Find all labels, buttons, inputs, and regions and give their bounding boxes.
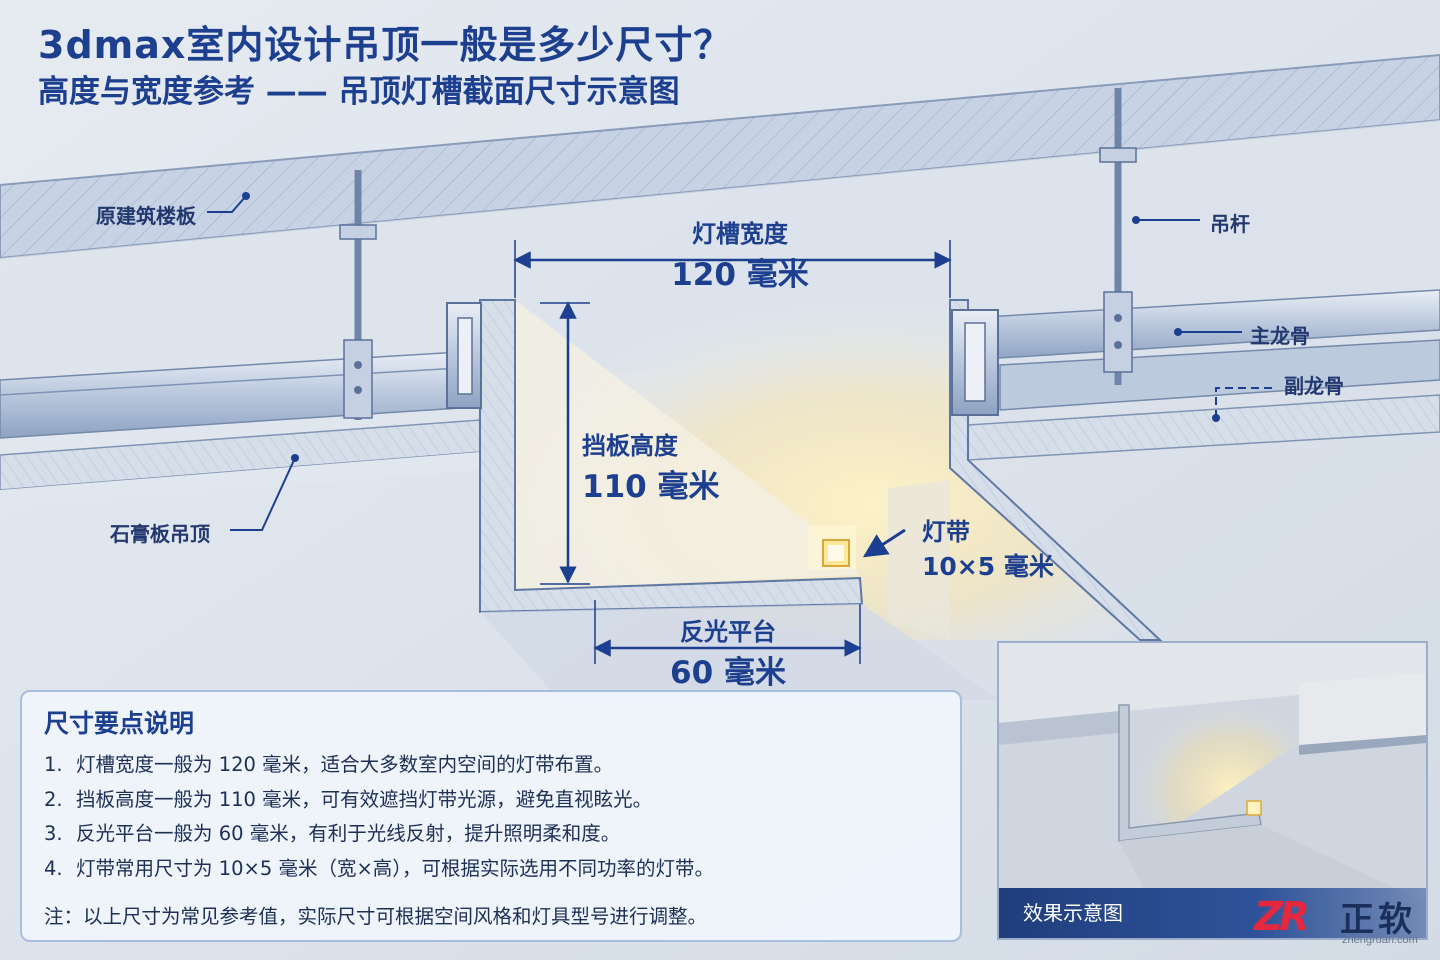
notes-item: 1. 灯槽宽度一般为 120 毫米，适合大多数室内空间的灯带布置。: [44, 748, 938, 783]
dim-slot-width-value: 120 毫米: [671, 257, 809, 293]
logo-mark: ZR: [1254, 894, 1310, 940]
notes-item: 3. 反光平台一般为 60 毫米，有利于光线反射，提升照明柔和度。: [44, 817, 938, 852]
page-subtitle: 高度与宽度参考 —— 吊顶灯槽截面尺寸示意图: [38, 74, 680, 110]
leader-secondary-keel: [1215, 387, 1272, 418]
notes-item-text: 灯带常用尺寸为 10×5 毫米（宽×高），可根据实际选用不同功率的灯带。: [76, 856, 715, 880]
notes-remark: 注：以上尺寸为常见参考值，实际尺寸可根据空间风格和灯具型号进行调整。: [44, 905, 708, 928]
dim-slot-width-name: 灯槽宽度: [692, 220, 788, 248]
dim-platform-value: 60 毫米: [670, 655, 786, 691]
led-strip: [808, 525, 856, 569]
dim-slot-width: 灯槽宽度 120 毫米: [640, 214, 840, 294]
notes-item: 4. 灯带常用尺寸为 10×5 毫米（宽×高），可根据实际选用不同功率的灯带。: [44, 852, 938, 887]
notes-item-text: 灯槽宽度一般为 120 毫米，适合大多数室内空间的灯带布置。: [76, 753, 614, 776]
logo-url: zhengruan.com: [1342, 934, 1418, 946]
led-strip-size: 10×5 毫米: [922, 552, 1054, 581]
brand-logo: ZR 正软 zhengruan.com: [1254, 890, 1434, 952]
notes-item-num: 1.: [44, 753, 63, 776]
notes-item-num: 4.: [44, 856, 63, 880]
dim-baffle-height-value: 110 毫米: [582, 469, 720, 505]
dim-led-strip: 灯带 10×5 毫米: [922, 512, 1054, 583]
slot-cavity: [515, 300, 860, 590]
dim-platform-name: 反光平台: [680, 618, 776, 646]
c-channel-right: [951, 309, 999, 416]
notes-item-text: 挡板高度一般为 110 毫米，可有效遮挡灯带光源，避免直视眩光。: [76, 787, 653, 811]
led-strip-name: 灯带: [922, 518, 970, 546]
c-channel-left: [446, 302, 482, 409]
notes-item-num: 2.: [44, 787, 63, 811]
leader-led: [862, 528, 906, 558]
label-secondary-keel: 副龙骨: [1284, 374, 1344, 398]
notes-item-num: 3.: [44, 822, 63, 845]
dim-platform: 反光平台 60 毫米: [628, 612, 828, 692]
dim-baffle-height: 挡板高度 110 毫米: [582, 426, 720, 506]
notes-heading: 尺寸要点说明: [44, 709, 195, 738]
notes-list: 1. 灯槽宽度一般为 120 毫米，适合大多数室内空间的灯带布置。 2. 挡板高度一…: [44, 748, 938, 886]
label-hanger-rod: 吊杆: [1210, 212, 1250, 236]
label-main-keel: 主龙骨: [1250, 324, 1310, 348]
hanger-rod-left: [339, 170, 377, 420]
label-gypsum-ceiling: 石膏板吊顶: [110, 522, 210, 546]
leader-floor-slab: [207, 195, 247, 213]
secondary-keel-right: [999, 339, 1440, 411]
notes-item-text: 反光平台一般为 60 毫米，有利于光线反射，提升照明柔和度。: [76, 822, 621, 845]
page-title: 3dmax室内设计吊顶一般是多少尺寸？: [38, 23, 733, 67]
label-floor-slab: 原建筑楼板: [96, 204, 196, 228]
dim-baffle-height-name: 挡板高度: [582, 432, 678, 460]
leader-gypsum: [230, 457, 296, 531]
logo-name: 正软: [1340, 900, 1416, 940]
effect-preview-caption: 效果示意图: [999, 888, 1426, 938]
notes-panel: 尺寸要点说明 1. 灯槽宽度一般为 120 毫米，适合大多数室内空间的灯带布置。 …: [20, 690, 962, 942]
notes-item: 2. 挡板高度一般为 110 毫米，可有效遮挡灯带光源，避免直视眩光。: [44, 783, 938, 818]
hanger-rod-right: [1099, 88, 1137, 385]
effect-preview-inset: 效果示意图: [997, 641, 1428, 940]
